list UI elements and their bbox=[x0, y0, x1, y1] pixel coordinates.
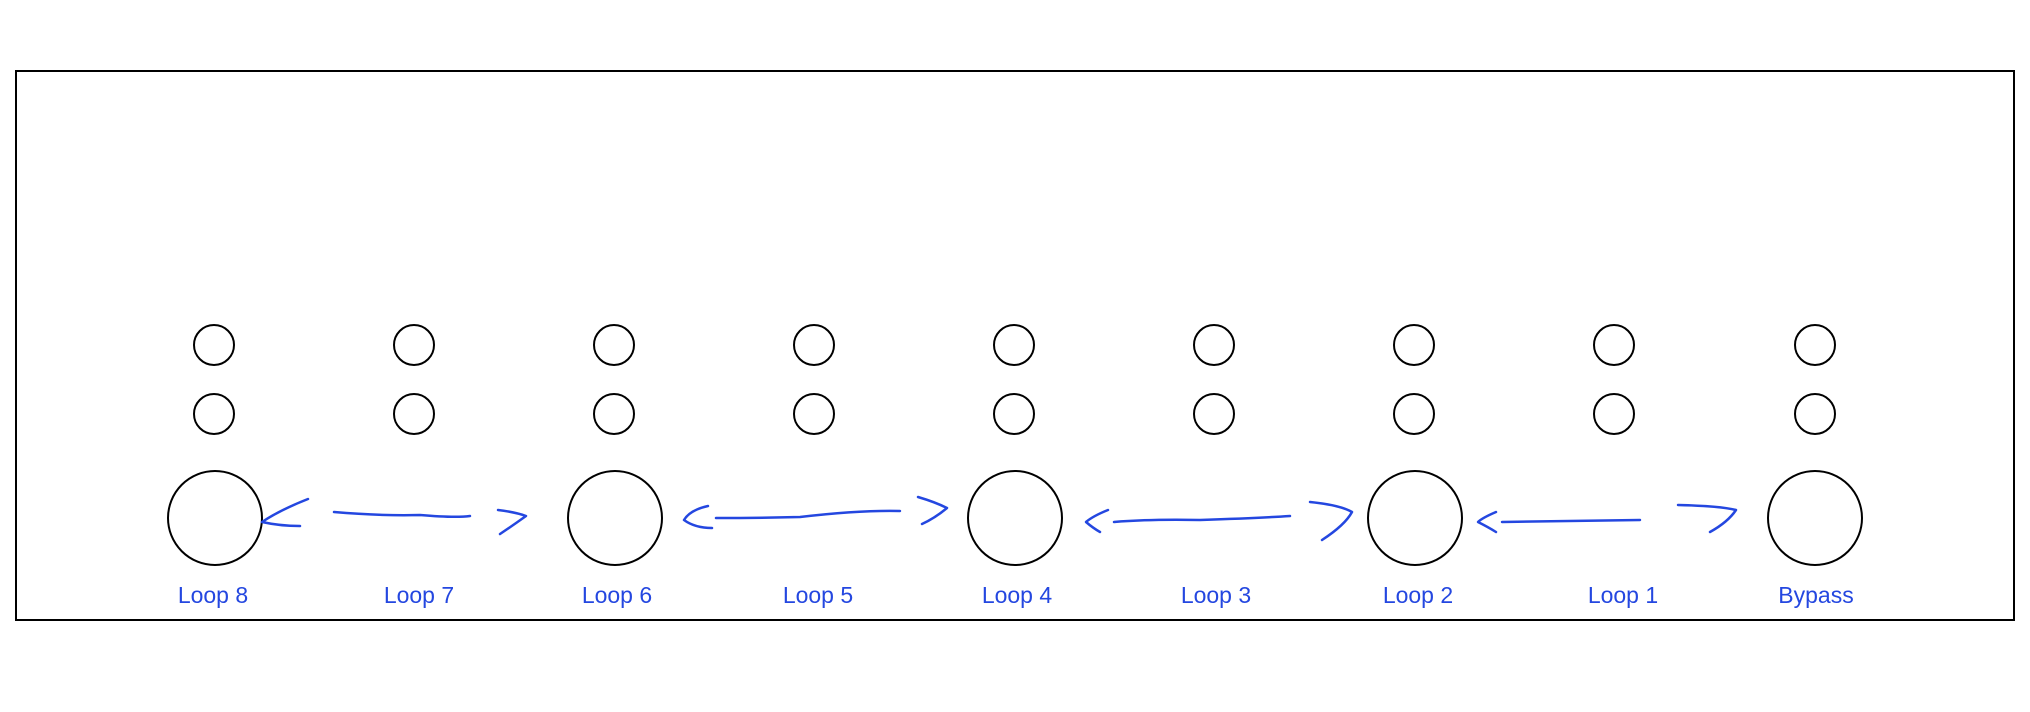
led-indicator bbox=[1393, 324, 1435, 366]
label-loop-8: Loop 8 bbox=[178, 582, 248, 608]
led-indicator bbox=[593, 324, 635, 366]
led-indicator bbox=[793, 324, 835, 366]
right-arrowhead bbox=[1308, 500, 1354, 542]
arrow-shaft bbox=[332, 510, 472, 519]
led-indicator bbox=[593, 393, 635, 435]
footswitch-loop-6[interactable] bbox=[567, 470, 663, 566]
footswitch-loop-2[interactable] bbox=[1367, 470, 1463, 566]
led-indicator bbox=[1393, 393, 1435, 435]
led-row-top bbox=[193, 324, 1836, 366]
label-loop-6: Loop 6 bbox=[582, 582, 652, 608]
loop-labels: Loop 8 Loop 7 Loop 6 Loop 5 Loop 4 Loop … bbox=[178, 582, 1854, 608]
left-arrowhead bbox=[1476, 510, 1498, 534]
footswitch-loop-4[interactable] bbox=[967, 470, 1063, 566]
led-indicator bbox=[1193, 393, 1235, 435]
left-arrowhead bbox=[1084, 508, 1110, 534]
led-indicator bbox=[193, 324, 235, 366]
arrow-shaft bbox=[1500, 518, 1642, 524]
label-loop-5: Loop 5 bbox=[783, 582, 853, 608]
led-indicator bbox=[993, 324, 1035, 366]
led-indicator bbox=[1794, 324, 1836, 366]
label-loop-1: Loop 1 bbox=[1588, 582, 1658, 608]
led-indicator bbox=[393, 393, 435, 435]
label-loop-3: Loop 3 bbox=[1181, 582, 1251, 608]
label-loop-2: Loop 2 bbox=[1383, 582, 1453, 608]
left-arrowhead bbox=[682, 504, 714, 530]
led-indicator bbox=[1593, 393, 1635, 435]
led-indicator bbox=[993, 393, 1035, 435]
led-row-bottom bbox=[193, 393, 1836, 435]
led-indicator bbox=[793, 393, 835, 435]
label-bypass: Bypass bbox=[1778, 582, 1853, 608]
left-arrowhead bbox=[260, 497, 310, 528]
led-indicator bbox=[1794, 393, 1836, 435]
footswitch-loop-8[interactable] bbox=[167, 470, 263, 566]
enclosure-outline bbox=[15, 70, 2015, 621]
led-indicator bbox=[393, 324, 435, 366]
annotation-arrows bbox=[260, 495, 1738, 542]
right-arrowhead bbox=[1676, 503, 1738, 534]
arrow-shaft bbox=[714, 509, 902, 520]
right-arrowhead bbox=[496, 508, 528, 536]
footswitch-bypass[interactable] bbox=[1767, 470, 1863, 566]
label-loop-4: Loop 4 bbox=[982, 582, 1053, 608]
led-indicator bbox=[1193, 324, 1235, 366]
led-indicator bbox=[193, 393, 235, 435]
arrow-shaft bbox=[1112, 514, 1292, 524]
right-arrowhead bbox=[916, 495, 949, 526]
label-loop-7: Loop 7 bbox=[384, 582, 454, 608]
footswitch-row bbox=[167, 470, 1863, 566]
led-indicator bbox=[1593, 324, 1635, 366]
